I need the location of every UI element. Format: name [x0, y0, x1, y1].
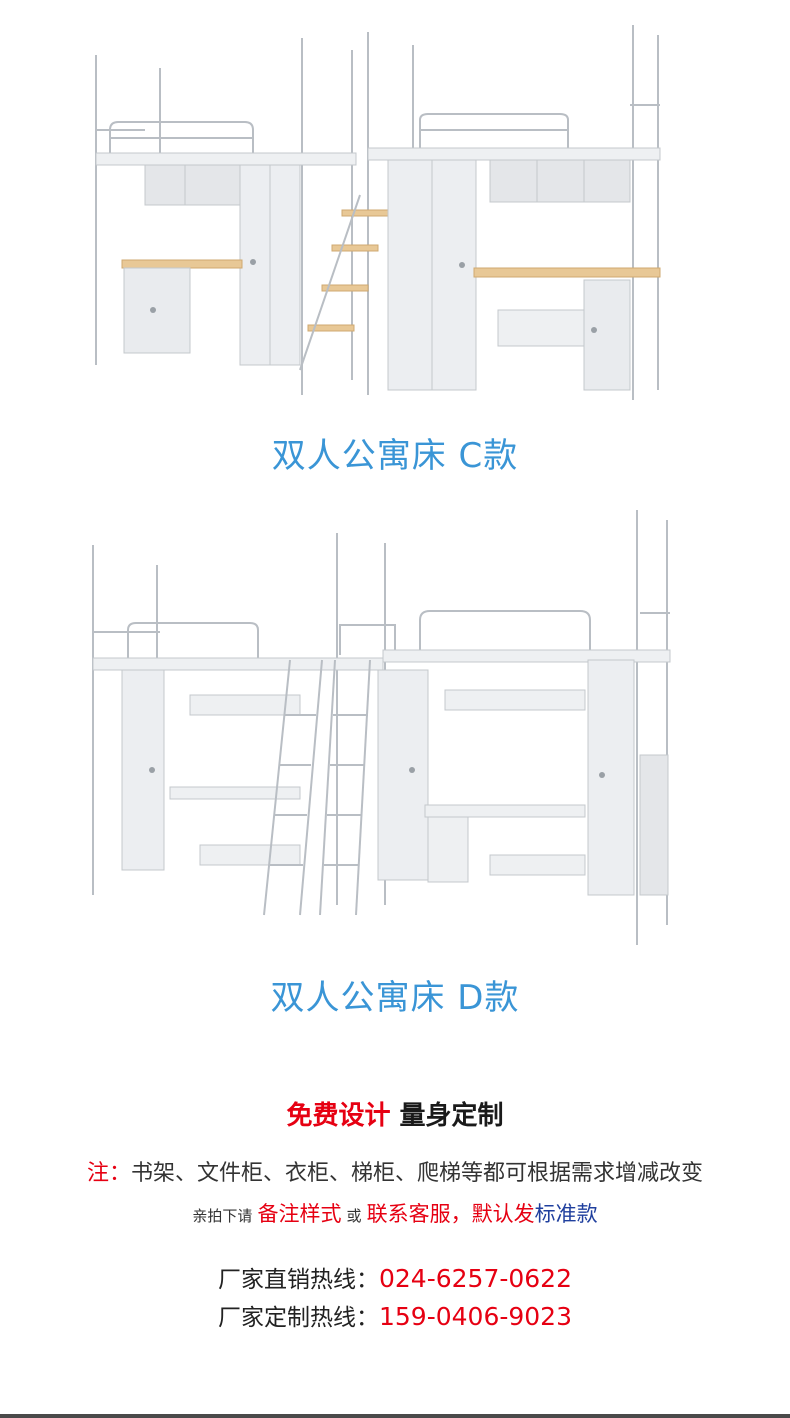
customization-note: 注：书架、文件柜、衣柜、梯柜、爬梯等都可根据需求增减改变: [0, 1155, 790, 1187]
direct-sales-hotline: 厂家直销热线：024-6257-0622: [0, 1260, 790, 1294]
note-text: 书架、文件柜、衣柜、梯柜、爬梯等都可根据需求增减改变: [131, 1161, 704, 1186]
hotline-number: 159-0406-9023: [378, 1302, 572, 1331]
order-note-remark-style: 备注样式: [257, 1202, 342, 1226]
order-note-contact-service: 联系客服，默认发: [366, 1202, 535, 1226]
product-d-image: [0, 495, 790, 960]
headline: 免费设计 量身定制: [0, 1095, 790, 1132]
hotline-label: 厂家直销热线：: [217, 1267, 379, 1293]
order-note-lead: 亲拍下请: [192, 1207, 253, 1225]
custom-order-hotline: 厂家定制热线：159-0406-9023: [0, 1298, 790, 1332]
headline-custom-made: 量身定制: [390, 1101, 504, 1131]
bunk-bed-d-illustration: [92, 510, 671, 945]
note-prefix: 注：: [86, 1161, 131, 1186]
product-c-caption: 双人公寓床 C款: [271, 436, 519, 476]
hotline-label: 厂家定制热线：: [217, 1305, 379, 1331]
order-note: 亲拍下请 备注样式 或 联系客服，默认发标准款: [0, 1198, 790, 1228]
bottom-divider: [0, 1414, 790, 1418]
bunk-bed-c-illustration: [95, 25, 661, 400]
hotline-number: 024-6257-0622: [378, 1264, 572, 1293]
product-c-image: [0, 20, 790, 410]
order-note-standard-model: 标准款: [534, 1202, 598, 1226]
headline-free-design: 免费设计: [286, 1101, 391, 1131]
order-note-or: 或: [346, 1207, 362, 1225]
product-d-caption: 双人公寓床 D款: [270, 978, 520, 1018]
